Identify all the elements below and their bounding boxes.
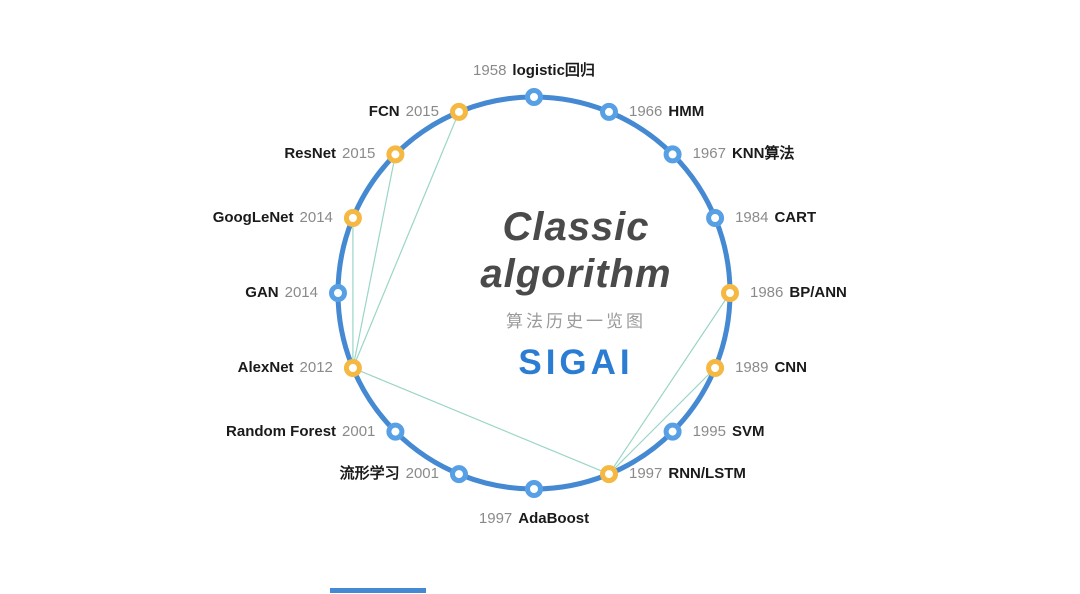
node-year: 2015 xyxy=(405,102,439,120)
lineage-edge-alexnet-fcn xyxy=(352,111,460,369)
node-label-googlenet: GoogLeNet 2014 xyxy=(213,208,333,228)
node-label-gan: GAN 2014 xyxy=(245,283,318,303)
node-dot-random-forest xyxy=(386,422,405,441)
node-year: 1986 xyxy=(750,284,784,301)
node-label-alexnet: AlexNet 2012 xyxy=(238,358,333,378)
node-dot-knn xyxy=(663,145,682,164)
node-year: 1984 xyxy=(735,208,769,226)
node-name: ResNet xyxy=(284,145,337,163)
node-name: HMM xyxy=(668,102,705,120)
node-name: 流形学习 xyxy=(339,465,400,483)
lineage-edge-bp-ann-rnn-lstm xyxy=(608,292,731,475)
node-label-resnet: ResNet 2015 xyxy=(284,144,375,164)
node-year: 2001 xyxy=(342,422,376,440)
node-name: logistic回归 xyxy=(512,62,595,79)
node-label-cart: 1984 CART xyxy=(735,208,816,228)
node-name: SVM xyxy=(731,422,765,440)
node-name: Random Forest xyxy=(226,422,337,440)
node-dot-alexnet xyxy=(343,359,362,378)
node-label-adaboost: 1997 AdaBoost xyxy=(479,509,589,529)
node-dot-logistic xyxy=(525,88,543,106)
lineage-edge-alexnet-resnet xyxy=(352,154,396,369)
node-label-cnn: 1989 CNN xyxy=(735,358,807,378)
node-label-hmm: 1966 HMM xyxy=(629,102,704,122)
diagram-title-line-1: Classic xyxy=(502,205,650,249)
node-name: CART xyxy=(774,208,817,226)
node-year: 1995 xyxy=(692,422,726,440)
node-dot-adaboost xyxy=(525,480,543,498)
node-name: RNN/LSTM xyxy=(668,465,746,483)
node-dot-resnet xyxy=(386,145,405,164)
node-dot-cart xyxy=(706,208,725,227)
lineage-edge-cnn-rnn-lstm xyxy=(608,367,716,475)
diagram-subtitle: 算法历史一览图 xyxy=(505,312,646,331)
node-year: 2015 xyxy=(342,145,376,163)
node-dot-gan xyxy=(329,284,347,302)
node-year: 2014 xyxy=(299,208,333,226)
node-dot-rnn-lstm xyxy=(600,465,619,484)
node-dot-bp-ann xyxy=(721,284,739,302)
node-name: BP/ANN xyxy=(789,284,847,301)
node-label-fcn: FCN 2015 xyxy=(369,102,439,122)
node-label-random-forest: Random Forest 2001 xyxy=(226,422,375,442)
center-title-block: Classic algorithm 算法历史一览图 SIGAI xyxy=(480,204,671,383)
node-label-rnn-lstm: 1997 RNN/LSTM xyxy=(629,464,746,484)
node-name: CNN xyxy=(774,359,807,376)
node-dot-googlenet xyxy=(343,208,362,227)
node-name: GAN xyxy=(245,284,279,301)
node-label-bp-ann: 1986 BP/ANN xyxy=(750,283,847,303)
node-name: AlexNet xyxy=(237,359,294,376)
node-year: 1966 xyxy=(629,102,663,120)
node-dot-hmm xyxy=(600,102,619,121)
node-name: KNN算法 xyxy=(731,145,795,163)
node-name: AdaBoost xyxy=(518,510,590,527)
node-year: 1997 xyxy=(629,465,663,483)
node-year: 1958 xyxy=(473,62,507,79)
node-label-knn: 1967 KNN算法 xyxy=(693,144,795,164)
node-label-logistic: 1958 logistic回归 xyxy=(473,61,595,81)
footer-accent-bar xyxy=(330,588,426,593)
node-label-node-9: 流形学习 2001 xyxy=(340,464,439,484)
node-year: 1997 xyxy=(478,510,513,527)
node-name: GoogLeNet xyxy=(212,208,294,226)
node-label-svm: 1995 SVM xyxy=(693,422,765,442)
node-year: 2001 xyxy=(405,465,439,483)
lineage-edge-alexnet-rnn-lstm xyxy=(352,367,610,475)
node-dot-node-9 xyxy=(449,465,468,484)
node-dot-cnn xyxy=(706,359,725,378)
node-dot-svm xyxy=(663,422,682,441)
node-year: 1967 xyxy=(692,145,726,163)
diagram-title-line-2: algorithm xyxy=(480,252,672,296)
node-year: 2014 xyxy=(284,284,318,301)
sigai-logo: SIGAI xyxy=(518,343,634,382)
node-dot-fcn xyxy=(449,102,468,121)
node-name: FCN xyxy=(368,102,400,120)
node-year: 2012 xyxy=(299,359,333,376)
node-year: 1989 xyxy=(735,359,769,376)
